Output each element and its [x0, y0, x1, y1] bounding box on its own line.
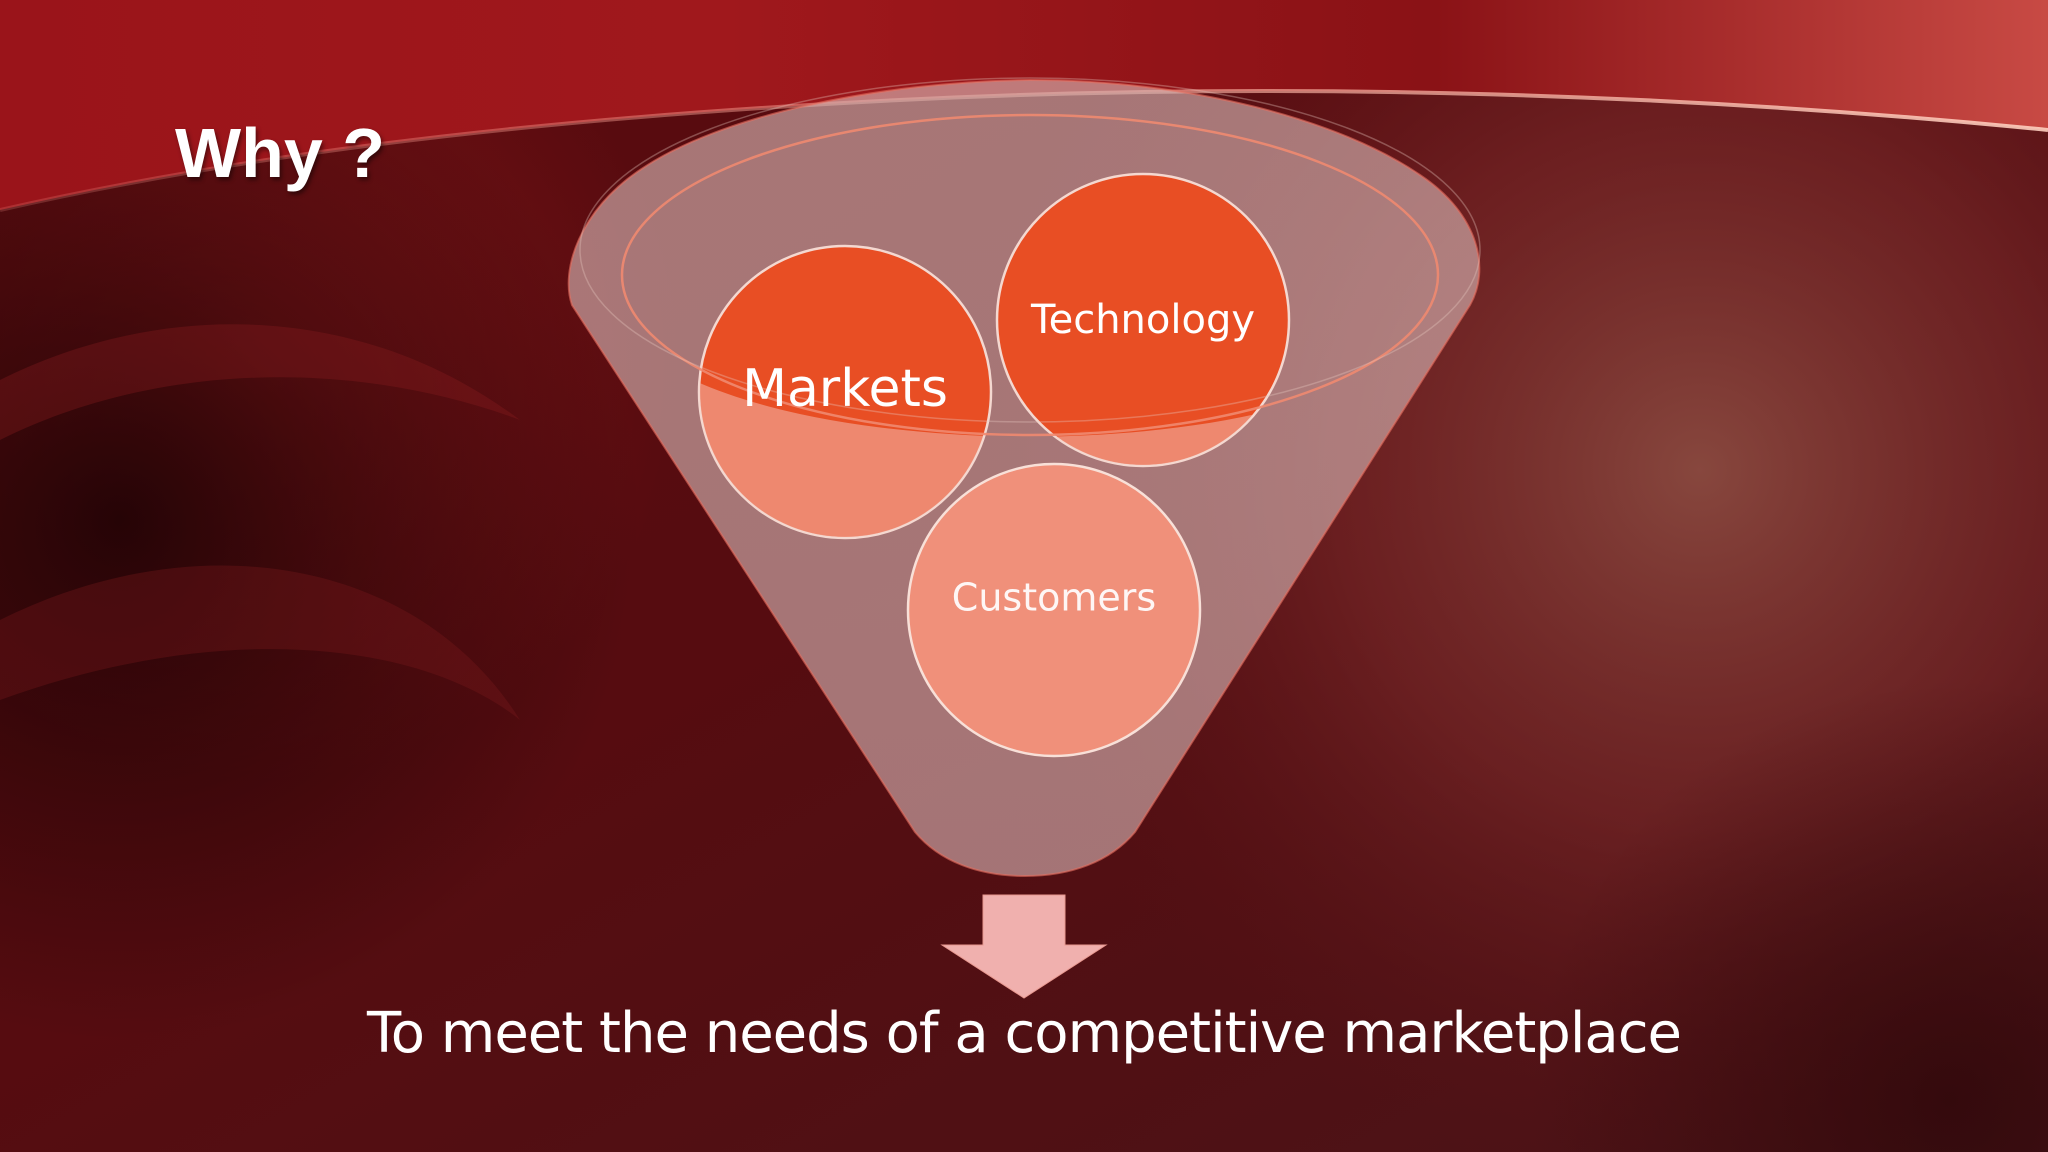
circle-technology — [995, 172, 1291, 468]
down-arrow-icon — [940, 894, 1108, 999]
circle-customers — [906, 462, 1202, 758]
label-technology: Technology — [1030, 297, 1255, 343]
label-markets: Markets — [742, 359, 948, 419]
funnel-rim — [620, 113, 1440, 437]
slide-title: Why ? — [175, 114, 385, 192]
circle-technology-shape — [995, 172, 1291, 468]
circle-customers-shape — [906, 462, 1202, 758]
conclusion-text: To meet the needs of a competitive marke… — [367, 1001, 1682, 1066]
label-customers: Customers — [952, 576, 1156, 620]
funnel-rim-outer — [579, 77, 1481, 423]
